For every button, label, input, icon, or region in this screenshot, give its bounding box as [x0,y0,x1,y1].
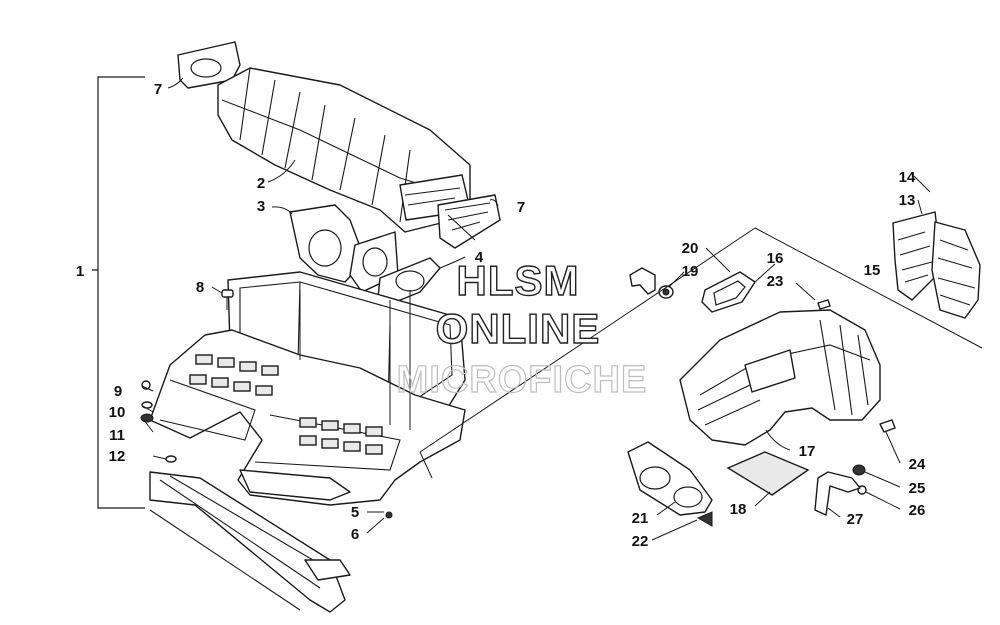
callout-22: 22 [632,533,649,550]
airbox-15 [679,309,881,446]
callout-20: 20 [682,240,699,257]
seal-16 [701,271,756,313]
air-duct-2 [217,67,471,233]
hose-27 [814,471,861,516]
callout-13: 13 [899,192,916,209]
callout-4: 4 [475,249,484,266]
callouts: 1 2 3 4 5 6 7 7 8 9 10 11 12 13 14 15 16… [76,81,926,550]
callout-5: 5 [351,504,359,521]
callout-9: 9 [114,383,122,400]
callout-3: 3 [257,198,265,215]
callout-8: 8 [196,279,204,296]
watermark-line-3: MICROFICHE [397,359,648,401]
callout-19: 19 [682,263,699,280]
callout-24: 24 [909,456,926,473]
callout-27: 27 [847,511,864,528]
gasket-18 [726,451,810,496]
callout-7-right: 7 [517,199,525,216]
screw-23 [817,299,831,310]
skid-slots [189,354,383,455]
grommet-25 [852,464,866,476]
callout-12: 12 [109,448,126,465]
watermark-line-2: ONLINE [436,305,601,352]
callout-25: 25 [909,480,926,497]
callout-18: 18 [730,501,747,518]
watermark-line-1: HLSM [457,257,580,304]
boot-21 [627,441,713,516]
callout-11: 11 [109,427,125,444]
bracket-3 [289,204,366,283]
nut-12 [165,455,177,463]
callout-16: 16 [767,250,784,267]
fastener-5-6 [385,511,393,519]
callout-14: 14 [899,169,916,186]
elbow-20 [629,267,656,295]
panel-4 [349,231,441,306]
callout-2: 2 [257,175,265,192]
screw-22 [696,511,713,527]
callout-10: 10 [109,404,126,421]
callout-23: 23 [767,273,784,290]
watermark: HLSM ONLINE MICROFICHE [396,256,648,401]
filter-13 [892,211,943,301]
assembly-line-15 [419,227,983,479]
callout-17: 17 [799,443,816,460]
callout-7-top: 7 [154,81,162,98]
screw-8 [221,289,234,310]
panel-7-right [437,194,501,249]
callout-1: 1 [76,263,84,280]
bolt-24 [879,419,896,433]
callout-15: 15 [864,262,881,279]
callout-26: 26 [909,502,926,519]
leader-lines [141,77,931,541]
callout-21: 21 [632,510,649,527]
foam-14 [931,221,981,319]
skid-plate [149,329,466,506]
washer-10 [141,401,153,409]
frame-rail [149,471,351,613]
callout-6: 6 [351,526,359,543]
grommet-11 [140,413,154,423]
filter-frame [227,271,466,426]
bracket-1 [92,76,145,509]
